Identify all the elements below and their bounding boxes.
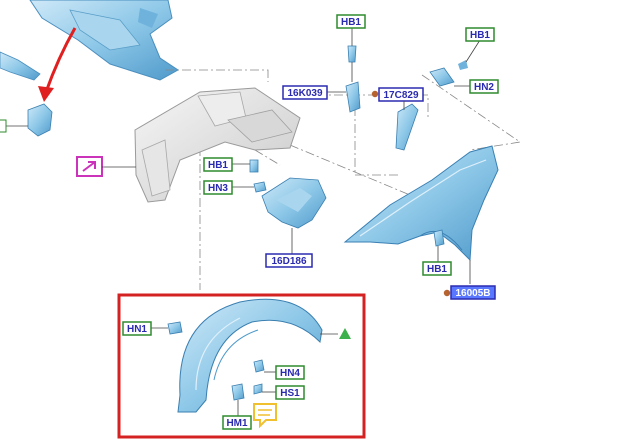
shield-16d186-part[interactable] [261,177,327,254]
clip-hs1-part[interactable] [253,383,276,395]
label-hn2-text: HN2 [474,82,494,93]
label-16005b-text: 16005B [455,288,490,299]
label-hb1-mid-text: HB1 [208,160,228,171]
blue-clip-part[interactable] [27,103,53,137]
label-16005b-selected[interactable]: 16005B [450,285,496,300]
label-hb1-top-text: HB1 [341,17,361,28]
label-hm1[interactable]: HM1 [222,415,252,430]
wheel-arch-liner-part[interactable] [177,298,323,413]
label-hm1-text: HM1 [226,418,248,429]
label-hs1[interactable]: HS1 [275,385,305,400]
label-16k039[interactable]: 16K039 [282,85,346,100]
label-17c829[interactable]: 17C829 [378,87,424,110]
link-arrow-icon[interactable] [76,156,136,177]
label-16d186-text: 16D186 [271,256,306,267]
clip-hm1-part[interactable] [231,383,245,416]
label-17c829-text: 17C829 [383,90,418,101]
label-hn4[interactable]: HN4 [275,365,305,380]
support-17c829-part[interactable] [395,103,419,151]
selection-highlight-frame [117,293,366,439]
dot-16005b [443,289,451,297]
label-hn1[interactable]: HN1 [122,321,152,336]
front-fender-16005b-part[interactable] [343,145,499,284]
label-16k039-text: 16K039 [287,88,322,99]
bracket-16k039-part[interactable] [345,81,361,113]
clip-hb1-mid-part[interactable] [232,159,259,173]
clip-hb1-fender-part[interactable] [433,229,445,262]
label-hs1-text: HS1 [280,388,300,399]
label-16d186[interactable]: 16D186 [265,253,313,268]
label-hb1-mid[interactable]: HB1 [203,157,233,172]
left-bracket-part[interactable] [0,51,41,81]
upper-body-panel[interactable] [29,0,179,81]
red-arrow-icon [38,27,77,102]
dot-17c829 [371,90,379,98]
label-hb1-top[interactable]: HB1 [336,14,366,29]
frame-rail-part[interactable] [134,87,301,203]
label-hn3-text: HN3 [208,183,228,194]
triangle-marker-icon[interactable] [320,328,351,339]
label-hn2[interactable]: HN2 [469,79,499,94]
bracket-hn2-part[interactable] [429,39,481,87]
note-icon[interactable] [253,403,277,429]
clip-hn1-part[interactable] [150,321,183,335]
label-hb1-fender[interactable]: HB1 [422,261,452,276]
clip-hb1-top-part[interactable] [347,28,357,82]
label-hn3[interactable]: HN3 [203,180,233,195]
label-hn1-text: HN1 [127,324,147,335]
clip-hn3-part[interactable] [232,181,267,193]
label-hb1-right-text: HB1 [470,30,490,41]
label-hb1-right[interactable]: HB1 [465,27,495,42]
clip-callout-stub [0,119,28,133]
label-hn4-text: HN4 [280,368,300,379]
clip-hn4-part[interactable] [253,359,276,373]
alignment-lines [165,69,522,290]
label-hb1-fender-text: HB1 [427,264,447,275]
